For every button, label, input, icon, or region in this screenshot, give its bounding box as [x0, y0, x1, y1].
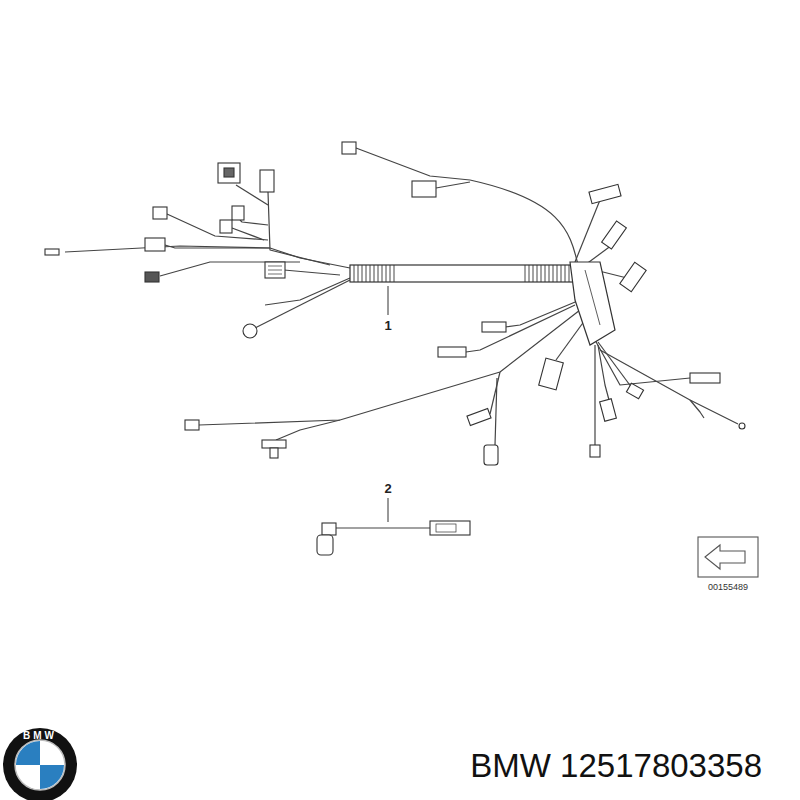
brand-logo: [16, 741, 40, 765]
connector: [262, 440, 286, 448]
connector: [482, 322, 506, 332]
connector: [270, 448, 278, 458]
wire: [167, 214, 268, 240]
junction-sleeve: [585, 270, 600, 325]
wire: [268, 192, 330, 265]
connector: [620, 262, 646, 291]
brand-logo: [15, 740, 65, 790]
wire: [495, 378, 497, 445]
junction-sleeve: [570, 262, 615, 345]
leader-line: [388, 498, 389, 522]
wire: [594, 345, 595, 445]
wire: [165, 245, 270, 248]
wire: [335, 527, 430, 528]
wire: [276, 420, 340, 440]
wire: [466, 305, 575, 352]
connector: [590, 445, 600, 457]
wire: [490, 372, 500, 414]
wire: [240, 220, 268, 225]
wire: [505, 300, 580, 327]
wire: [436, 182, 470, 188]
brand-logo: [3, 728, 77, 800]
leader-line: [388, 286, 389, 315]
wire: [199, 310, 580, 425]
wire: [556, 320, 585, 360]
connector: [153, 207, 167, 219]
callout-number: 2: [384, 482, 391, 496]
brand-logo: [40, 765, 64, 789]
direction-icon: [705, 545, 745, 569]
connector: [602, 221, 627, 249]
connector: [268, 266, 282, 274]
connector: [467, 409, 491, 426]
connector: [739, 423, 745, 429]
connector: [342, 142, 356, 154]
connector: [600, 399, 617, 421]
wire: [65, 148, 738, 528]
connector: [626, 383, 643, 399]
connector: [438, 347, 466, 357]
wire: [575, 200, 600, 262]
connector: [220, 220, 232, 233]
wire: [690, 400, 704, 418]
corrugated-tube: [354, 265, 569, 282]
wire: [600, 350, 738, 424]
connector: [243, 324, 257, 338]
corrugated-tube: [350, 265, 575, 282]
connector: [317, 535, 333, 555]
logo-lettering: BMW: [23, 730, 57, 741]
wire: [356, 148, 578, 265]
connector: [430, 521, 470, 535]
wire: [284, 270, 340, 275]
connector: [260, 170, 274, 192]
connector: [484, 445, 498, 465]
connector: [145, 272, 159, 282]
connector: [539, 358, 564, 390]
wire: [255, 280, 350, 328]
connector: [145, 238, 165, 251]
corrugated-tube: [350, 265, 575, 282]
wire: [65, 246, 350, 268]
connector: [265, 262, 285, 278]
figure-number: 00155489: [708, 583, 748, 593]
connector: [232, 206, 244, 220]
direction-icon: [698, 537, 758, 577]
connector: [185, 420, 199, 430]
connector: [412, 181, 436, 197]
connector: [322, 523, 336, 535]
connector: [690, 373, 720, 383]
connector: [224, 168, 234, 177]
wire: [595, 340, 690, 385]
connector: [218, 163, 240, 183]
junction-sleeve: [570, 262, 615, 345]
callout-number: 1: [384, 319, 391, 333]
brand-logo: [3, 728, 77, 800]
connector: [436, 524, 456, 532]
direction-icon: [698, 537, 758, 577]
connector: [45, 142, 745, 555]
connector: [589, 184, 621, 203]
connector: [45, 249, 59, 255]
part-number-caption: BMW 12517803358: [470, 748, 762, 784]
wire: [598, 345, 609, 400]
